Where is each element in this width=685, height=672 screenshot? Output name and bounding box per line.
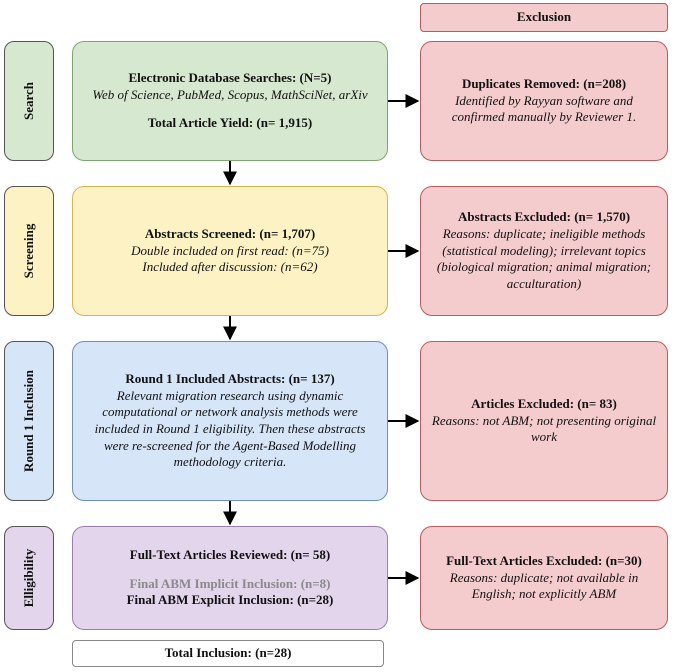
excl-screening-body: Reasons: duplicate; ineligible methods (… xyxy=(436,226,652,291)
stage-label-screening: Screening xyxy=(4,186,54,316)
screening-box-line2: Included after discussion: (n=62) xyxy=(142,259,318,275)
round1-box-body: Relevant migration research using dynami… xyxy=(94,387,366,470)
screening-box-line1: Double included on first read: (n=75) xyxy=(131,242,329,258)
excl-round1-title: Articles Excluded: (n= 83) xyxy=(471,396,617,412)
eligibility-box: Full-Text Articles Reviewed: (n= 58) Fin… xyxy=(72,526,388,630)
excl-search-box: Duplicates Removed: (n=208) Identified b… xyxy=(420,41,668,161)
excl-eligibility-box: Full-Text Articles Excluded: (n=30) Reas… xyxy=(420,526,668,630)
eligibility-box-implicit: Final ABM Implicit Inclusion: (n=8) xyxy=(129,575,331,591)
stage-label-eligibility: Elligibility xyxy=(4,526,54,630)
excl-round1-body: Reasons: not ABM; not presenting origina… xyxy=(431,412,657,445)
eligibility-box-title: Full-Text Articles Reviewed: (n= 58) xyxy=(129,547,331,563)
exclusion-header: Exclusion xyxy=(420,3,668,32)
excl-round1-box: Articles Excluded: (n= 83) Reasons: not … xyxy=(420,341,668,501)
excl-eligibility-body: Reasons: duplicate; not available in Eng… xyxy=(449,569,639,602)
search-box-title: Electronic Database Searches: (N=5) xyxy=(128,70,332,86)
search-box: Electronic Database Searches: (N=5) Web … xyxy=(72,41,388,161)
excl-eligibility-title: Full-Text Articles Excluded: (n=30) xyxy=(446,553,642,569)
screening-box-title: Abstracts Screened: (n= 1,707) xyxy=(144,226,316,242)
stage-label-round1: Round 1 Inclusion xyxy=(4,341,54,501)
round1-box: Round 1 Included Abstracts: (n= 137) Rel… xyxy=(72,341,388,501)
exclusion-header-label: Exclusion xyxy=(516,9,572,25)
search-box-yield: Total Article Yield: (n= 1,915) xyxy=(147,115,313,131)
eligibility-box-explicit: Final ABM Explicit Inclusion: (n=28) xyxy=(126,592,334,608)
total-inclusion-label: Total Inclusion: (n=28) xyxy=(164,645,292,661)
excl-screening-title: Abstracts Excluded: (n= 1,570) xyxy=(457,209,631,225)
search-box-sources: Web of Science, PubMed, Scopus, MathSciN… xyxy=(92,86,368,102)
stage-label-search: Search xyxy=(4,41,54,161)
total-inclusion-box: Total Inclusion: (n=28) xyxy=(72,640,384,667)
excl-search-body: Identified by Rayyan software and confir… xyxy=(451,92,637,125)
screening-box: Abstracts Screened: (n= 1,707) Double in… xyxy=(72,186,388,316)
excl-search-title: Duplicates Removed: (n=208) xyxy=(461,76,627,92)
excl-screening-box: Abstracts Excluded: (n= 1,570) Reasons: … xyxy=(420,186,668,316)
round1-box-title: Round 1 Included Abstracts: (n= 137) xyxy=(125,371,335,387)
